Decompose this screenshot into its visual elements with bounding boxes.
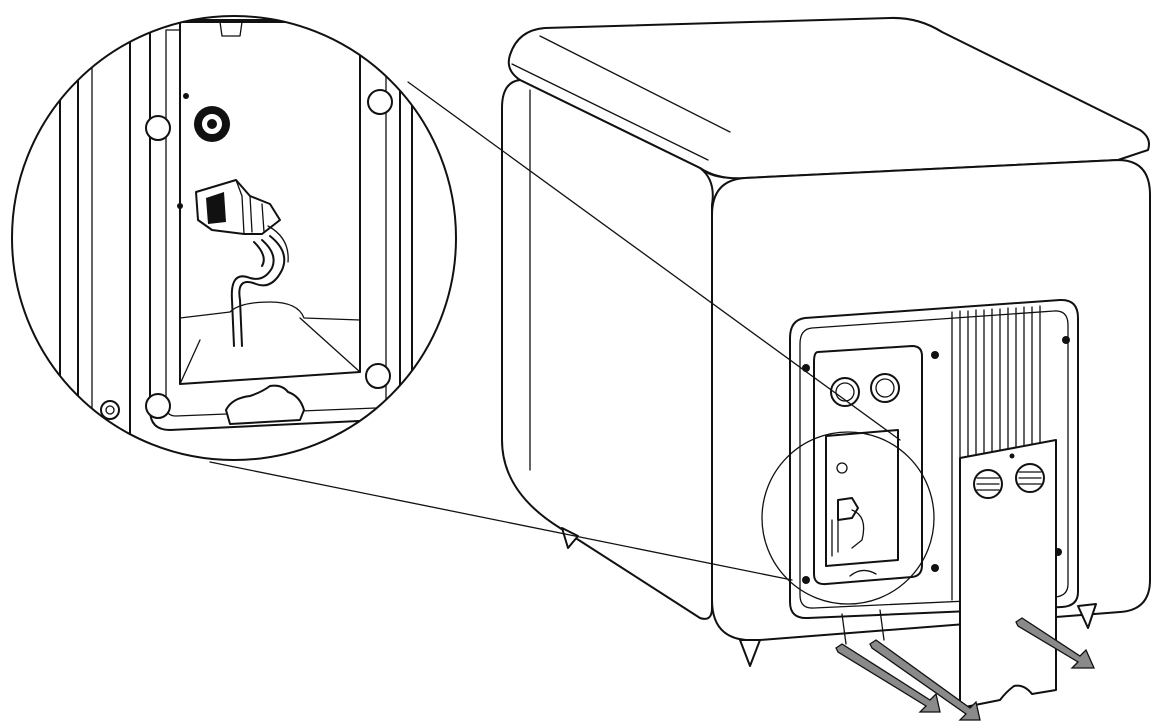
cabinet-edge-lines: [511, 35, 746, 471]
panel-screw: [931, 564, 939, 572]
cabinet-foot-rear: [561, 527, 579, 549]
cabinet-left-face: [501, 79, 714, 620]
removal-arrow-icon: [1015, 617, 1096, 669]
panel-screw: [1062, 336, 1070, 344]
magnified-frame-notch: [225, 384, 305, 425]
detail-highlight-circle: [761, 431, 935, 605]
magnified-detail: [11, 15, 457, 461]
panel-screw: [931, 351, 939, 359]
magnified-screw: [145, 393, 171, 419]
rca-jack-icon: [836, 462, 848, 474]
power-connector-icon: [837, 497, 859, 521]
removal-arrow-icon: [835, 643, 941, 713]
power-cable: [230, 235, 286, 347]
magnified-fixing: [100, 400, 120, 420]
input-knob-left: [830, 377, 860, 407]
magnified-screw: [145, 115, 171, 141]
cabinet-foot-left: [739, 639, 761, 667]
cover-plate-body: [959, 439, 1057, 709]
magnified-screw: [367, 89, 393, 115]
cabinet-foot-right: [1077, 603, 1097, 629]
magnified-detail-border: [11, 15, 457, 461]
panel-screw: [802, 576, 810, 584]
cable-window: [825, 429, 899, 567]
removal-arrow-icon: [869, 639, 981, 721]
power-connector-icon: [195, 179, 289, 263]
rca-jack-icon: [194, 106, 230, 142]
input-knob-right: [870, 373, 900, 403]
cover-plate: [959, 439, 1057, 709]
magnified-screw: [365, 363, 391, 389]
removal-arrows: [835, 609, 1096, 721]
callout-lines: [209, 81, 901, 581]
